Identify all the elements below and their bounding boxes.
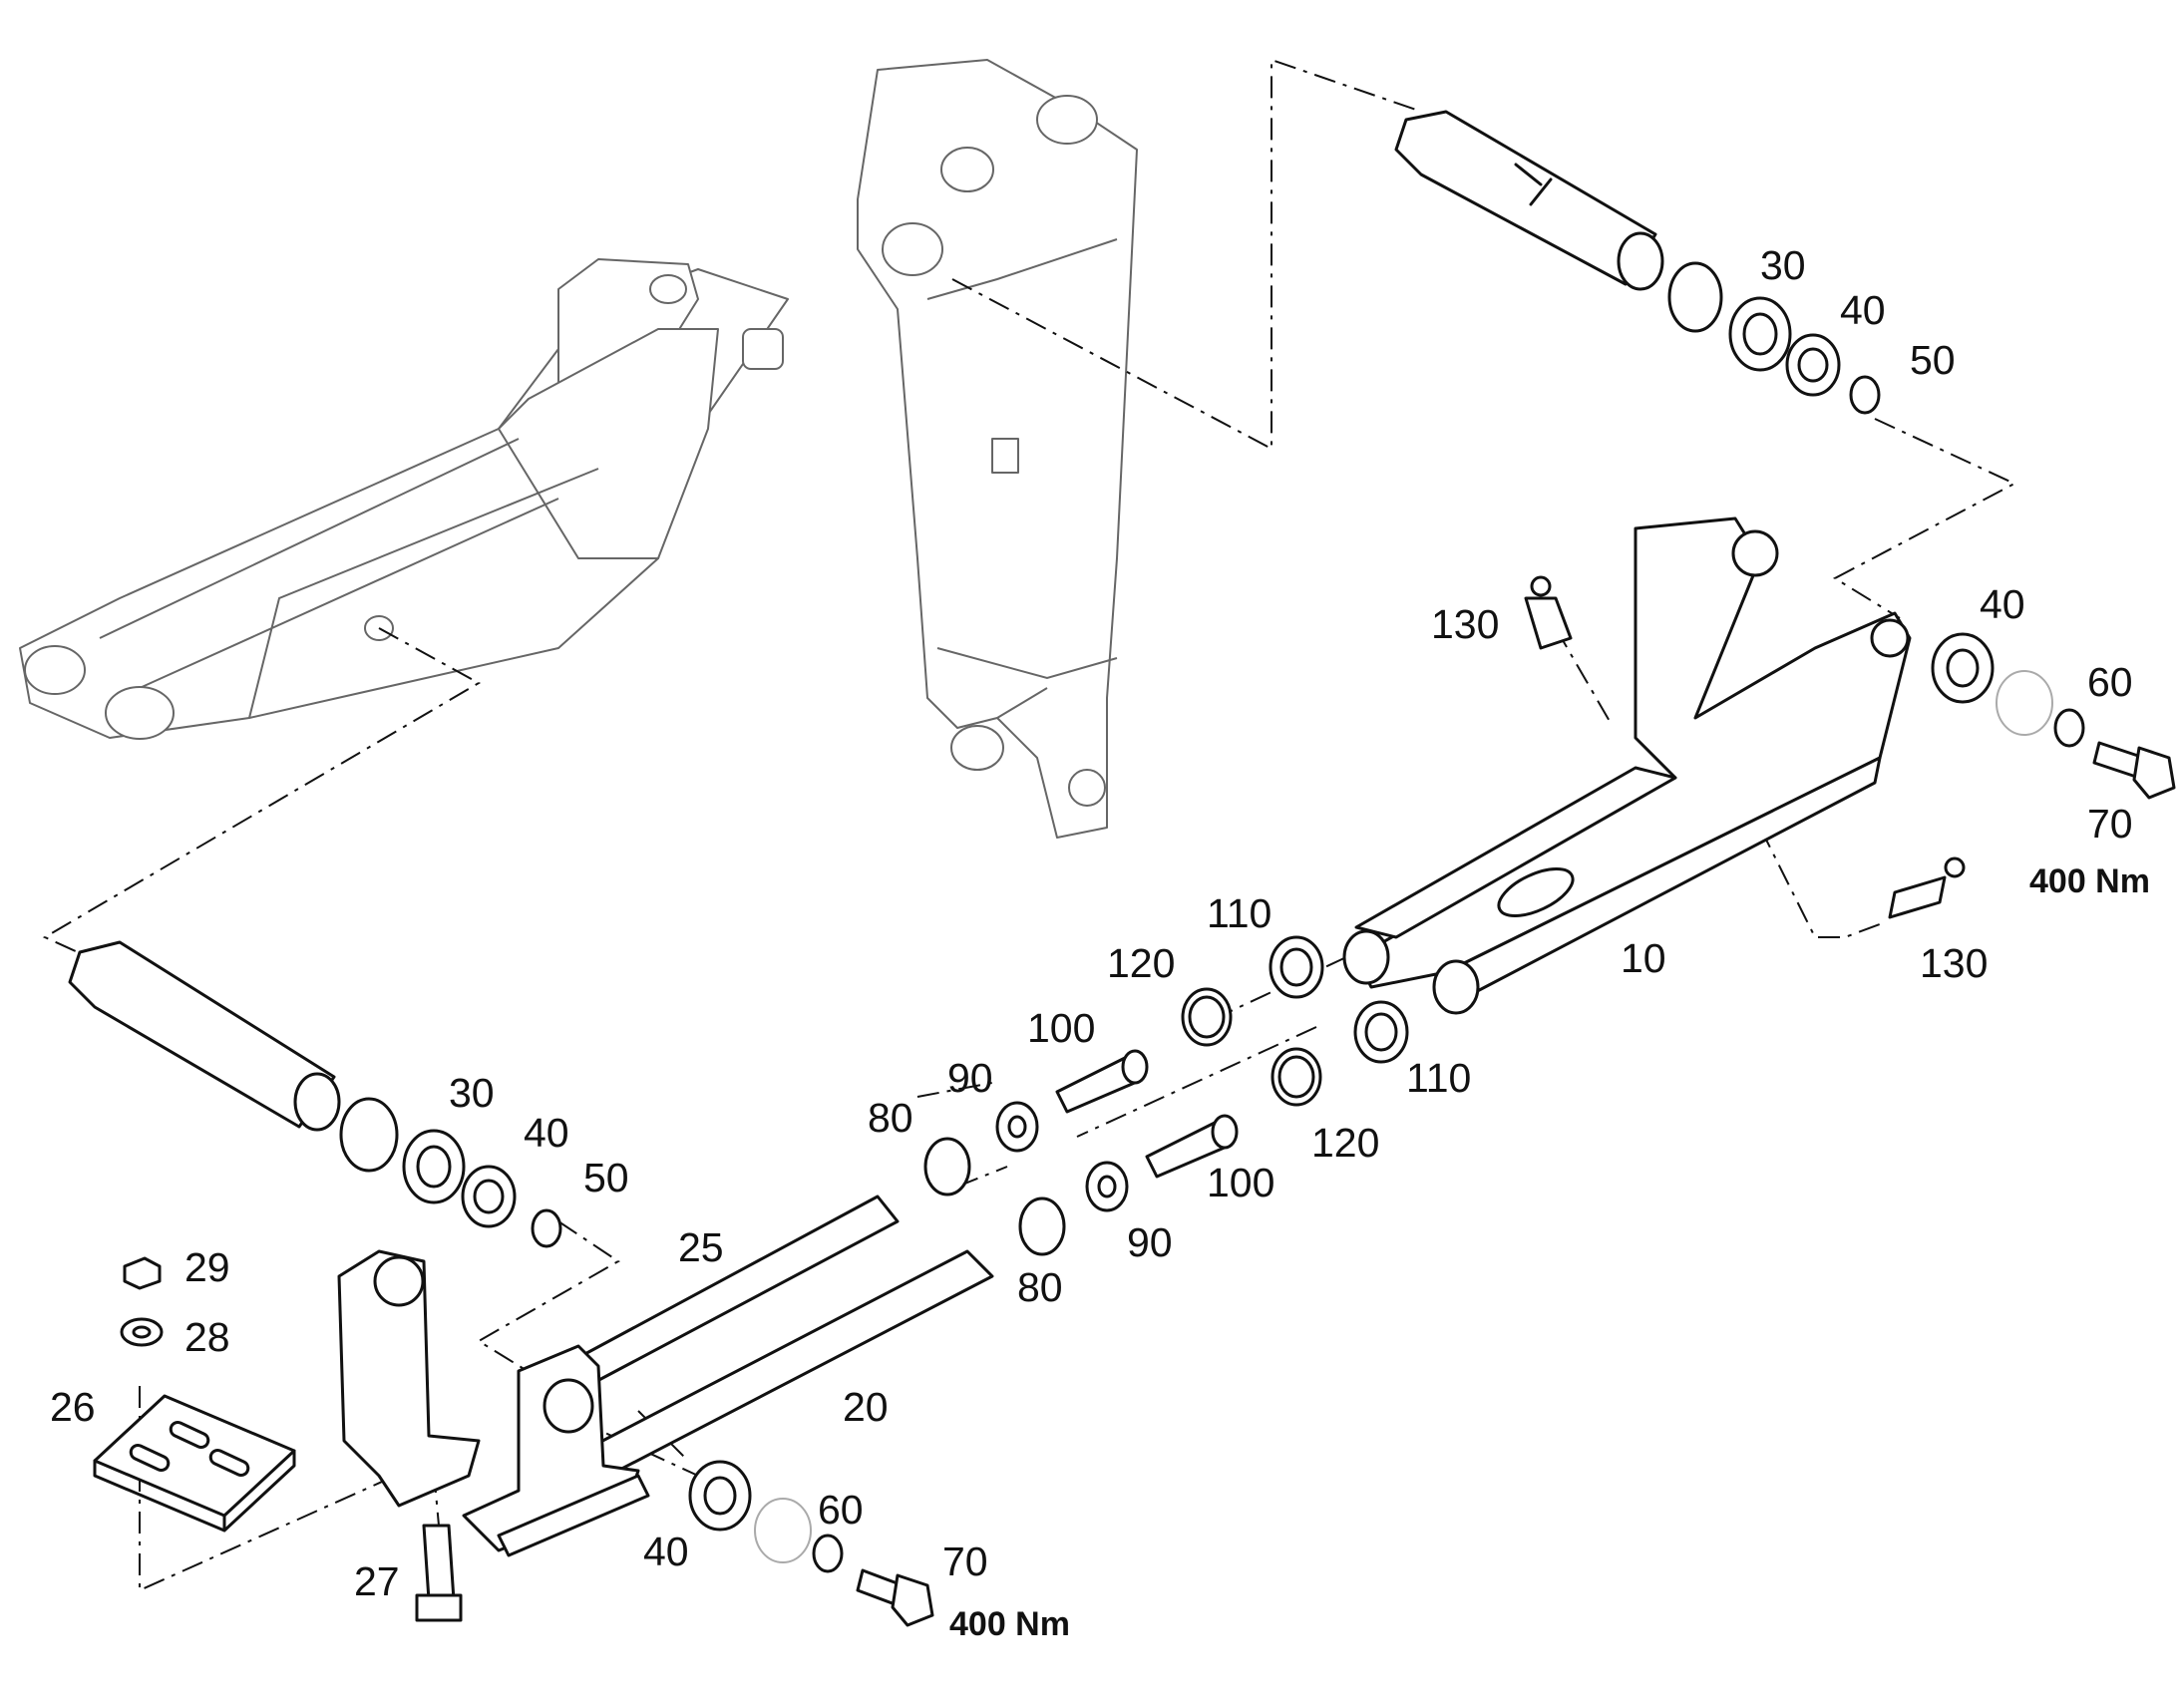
label-60-right: 60 bbox=[2087, 659, 2133, 705]
label-70-low: 70 bbox=[942, 1538, 988, 1584]
washer-light-low bbox=[754, 1498, 812, 1563]
label-120-b: 120 bbox=[1311, 1120, 1379, 1166]
label-10: 10 bbox=[1621, 935, 1666, 981]
bolt-100b bbox=[1145, 1114, 1239, 1179]
boom-arm bbox=[19, 258, 789, 740]
plate-26 bbox=[93, 1394, 296, 1533]
torque-label-low: 400 Nm bbox=[949, 1605, 1070, 1643]
bolt-70-low bbox=[856, 1568, 934, 1627]
label-40-right: 40 bbox=[1980, 581, 2025, 627]
label-70-right: 70 bbox=[2087, 801, 2133, 847]
washer-40-low bbox=[688, 1460, 752, 1532]
label-40-top: 40 bbox=[1840, 287, 1886, 333]
label-100-b: 100 bbox=[1207, 1160, 1274, 1205]
label-40-low: 40 bbox=[643, 1529, 689, 1574]
label-50-top: 50 bbox=[1910, 337, 1956, 383]
label-90-a: 90 bbox=[947, 1055, 993, 1101]
washer-60-right bbox=[2053, 708, 2085, 748]
label-25: 25 bbox=[678, 1224, 724, 1270]
grease-nipple-130a bbox=[1524, 575, 1573, 650]
torque-label-right: 400 Nm bbox=[2029, 862, 2150, 900]
bracket-part-20 bbox=[337, 1249, 650, 1557]
spacer-80b bbox=[1018, 1196, 1066, 1256]
label-28: 28 bbox=[184, 1314, 230, 1360]
label-130-a: 130 bbox=[1431, 601, 1499, 647]
label-120-a: 120 bbox=[1107, 940, 1175, 986]
label-30-bot: 30 bbox=[449, 1070, 495, 1116]
bolt-100a bbox=[1055, 1049, 1149, 1114]
label-20: 20 bbox=[843, 1384, 889, 1430]
bushing-110b bbox=[1353, 1000, 1409, 1064]
washer-40-right bbox=[1931, 632, 1995, 704]
label-110-a: 110 bbox=[1207, 890, 1272, 936]
washer-60-low bbox=[812, 1534, 844, 1573]
washer-light-right bbox=[1996, 670, 2053, 736]
label-30-top: 30 bbox=[1760, 242, 1806, 288]
label-60-low: 60 bbox=[818, 1487, 864, 1533]
label-26: 26 bbox=[50, 1384, 96, 1430]
rod-20 bbox=[581, 1249, 994, 1478]
label-50-bot: 50 bbox=[583, 1155, 629, 1200]
label-100-a: 100 bbox=[1027, 1005, 1095, 1051]
pin-top bbox=[1394, 110, 1881, 415]
assembly-lines bbox=[42, 58, 2017, 1592]
frame-part-10 bbox=[1342, 516, 1912, 1015]
label-40-bot: 40 bbox=[524, 1110, 569, 1156]
bolt-27 bbox=[415, 1524, 463, 1622]
spacer-80a bbox=[923, 1137, 971, 1196]
label-110-b: 110 bbox=[1406, 1055, 1471, 1101]
washer-90a bbox=[995, 1101, 1039, 1153]
rod-25 bbox=[551, 1195, 900, 1393]
washer-28 bbox=[120, 1317, 164, 1347]
nut-29 bbox=[123, 1256, 162, 1290]
ring-120b bbox=[1271, 1047, 1322, 1107]
label-29: 29 bbox=[184, 1244, 230, 1290]
bushing-110a bbox=[1269, 935, 1324, 999]
part-labels: 10 20 25 26 27 28 29 30 40 50 30 40 50 4… bbox=[50, 242, 2150, 1643]
washer-90b bbox=[1085, 1161, 1129, 1212]
label-130-b: 130 bbox=[1920, 940, 1988, 986]
grease-nipple-130b bbox=[1888, 856, 1966, 919]
label-80-a: 80 bbox=[868, 1095, 913, 1141]
bolt-70-right bbox=[2092, 741, 2176, 800]
label-80-b: 80 bbox=[1017, 1264, 1063, 1310]
pin-left bbox=[68, 940, 562, 1248]
ring-120a bbox=[1181, 987, 1233, 1047]
label-27: 27 bbox=[354, 1558, 400, 1604]
stick-arm bbox=[857, 59, 1138, 839]
label-90-b: 90 bbox=[1127, 1219, 1173, 1265]
